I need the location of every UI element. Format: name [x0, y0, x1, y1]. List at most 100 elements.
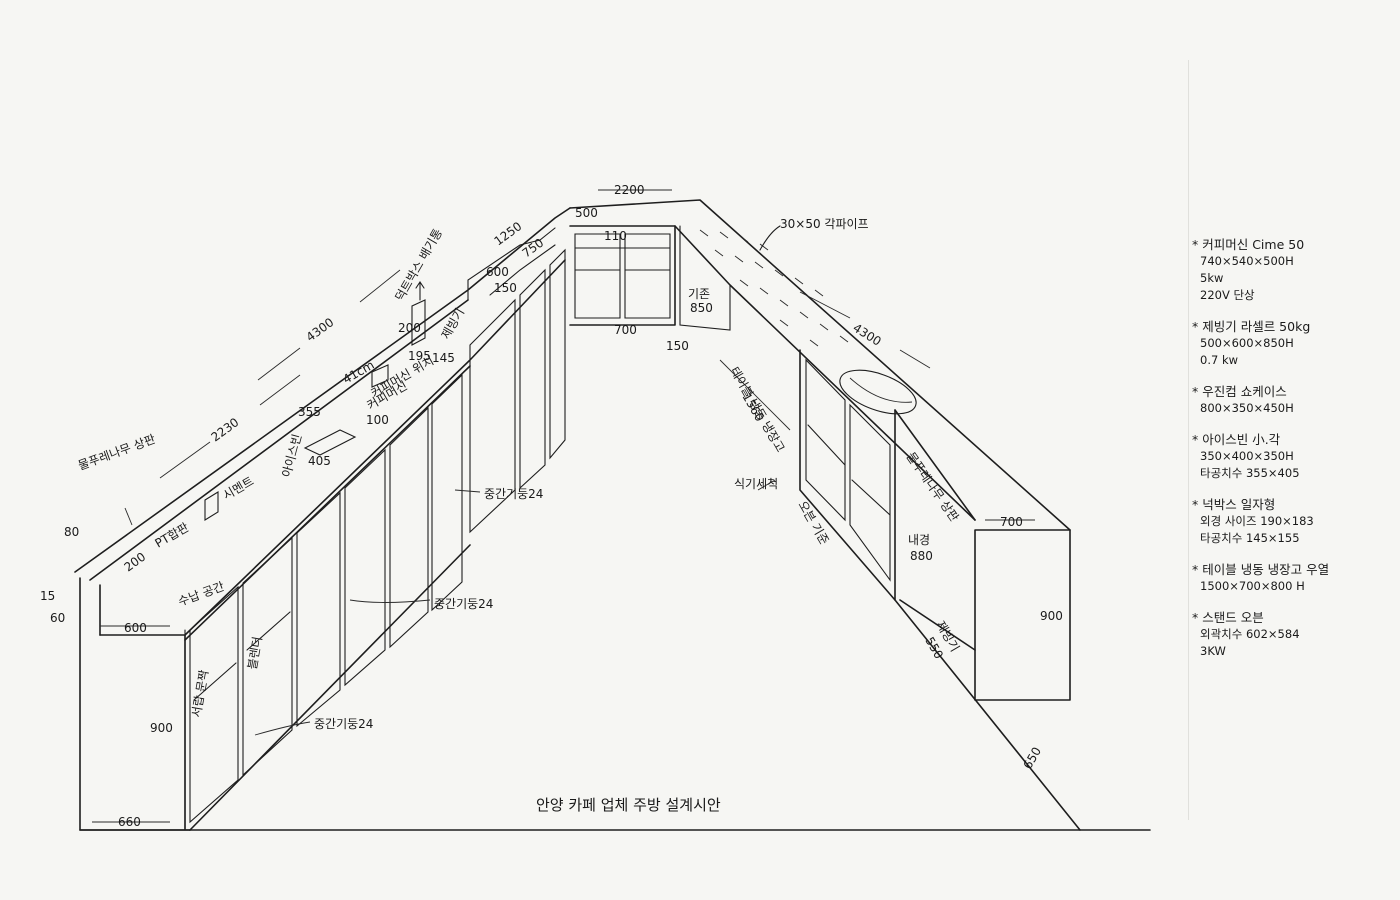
- spec-note-title: * 넉박스 일자형: [1192, 497, 1276, 512]
- label-blender: 블렌더: [245, 635, 265, 670]
- label-drawer-24c: 중간기둥24: [314, 717, 373, 731]
- left-upper-step: [467, 227, 556, 301]
- label-duct: 덕트박스 배기통: [392, 226, 445, 303]
- dim-left-segment: 2230: [209, 415, 242, 444]
- spec-notes: * 커피머신 Cime 50 740×540×500H 5kw 220V 단상 * 제빙…: [1192, 236, 1392, 674]
- spec-note-line: 500×600×850H: [1200, 336, 1294, 350]
- spec-note: * 우진컴 쇼케이스 800×350×450H: [1192, 383, 1392, 417]
- dim-left-length: 4300: [304, 315, 337, 344]
- dim-900r: 900: [1040, 609, 1063, 623]
- leader-lines: [124, 479, 776, 736]
- dim-600a: 600: [486, 265, 509, 279]
- dim-850: 850: [690, 301, 713, 315]
- counter-hatch: [699, 229, 849, 347]
- spec-note-line: 타공치수 355×405: [1200, 466, 1300, 480]
- duct: [411, 299, 426, 346]
- left-cabinets: [189, 248, 566, 824]
- dim-600l: 600: [124, 621, 147, 635]
- dim-500: 500: [575, 206, 598, 220]
- label-sink: 41cm: [341, 358, 377, 387]
- dim-660: 660: [118, 815, 141, 829]
- left-base-line: [189, 544, 471, 831]
- dim-150b: 150: [666, 339, 689, 353]
- spec-note-line: 외경 사이즈 190×183: [1200, 514, 1314, 528]
- label-dish: 식기세척: [734, 477, 778, 491]
- counter-top-box: [371, 364, 389, 388]
- spec-note-line: 800×350×450H: [1200, 401, 1294, 415]
- label-ice-box: 아이스빈: [279, 432, 304, 478]
- dim-355: 355: [298, 405, 321, 419]
- dim-700b: 700: [614, 323, 637, 337]
- pt-box: [204, 491, 219, 521]
- spec-note-title: * 커피머신 Cime 50: [1192, 237, 1305, 252]
- spec-note-line: 350×400×350H: [1200, 449, 1294, 463]
- dim-405: 405: [308, 454, 331, 468]
- duct-arrow: [415, 281, 425, 301]
- fridge-side: [679, 225, 731, 331]
- spec-note: * 아이스빈 小.각 350×400×350H 타공치수 355×405: [1192, 431, 1392, 482]
- spec-note-line: 1500×700×800 H: [1200, 579, 1305, 593]
- spec-note-title: * 아이스빈 小.각: [1192, 432, 1281, 447]
- dim-150a: 150: [494, 281, 517, 295]
- spec-note-line: 타공치수 145×155: [1200, 531, 1300, 545]
- label-drawer-24b: 중간기둥24: [434, 597, 493, 611]
- left-back-top-edge: [74, 207, 571, 573]
- dim-15: 15: [40, 589, 55, 603]
- right-cabinets: [799, 349, 1071, 701]
- spec-note-title: * 우진컴 쇼케이스: [1192, 384, 1287, 399]
- dim-750: 750: [520, 236, 547, 261]
- spec-note: * 커피머신 Cime 50 740×540×500H 5kw 220V 단상: [1192, 236, 1392, 304]
- dim-880: 880: [910, 549, 933, 563]
- dim-60: 60: [50, 611, 65, 625]
- dimension-lines: [92, 189, 1035, 823]
- spec-note-line: 220V 단상: [1200, 288, 1255, 302]
- dim-100: 100: [366, 413, 389, 427]
- dim-195: 195: [408, 349, 431, 363]
- dim-650: 650: [1020, 745, 1044, 772]
- right-floor-line: [894, 599, 1081, 831]
- label-oak-board: 물푸레나무 상판: [76, 432, 157, 473]
- spec-note-line: 0.7 kw: [1200, 353, 1239, 367]
- page-margin-line: [1188, 60, 1189, 820]
- label-pt-board: PT합판: [153, 520, 192, 550]
- dim-1250: 1250: [492, 219, 525, 248]
- label-drawer: 서랍 문짝: [189, 669, 211, 719]
- spec-note-line: 740×540×500H: [1200, 254, 1294, 268]
- label-internal: 내경: [908, 533, 930, 547]
- dim-right-length: 4300: [850, 321, 883, 349]
- dim-110: 110: [604, 229, 627, 243]
- label-table-fridge: 테이블 냉동 냉장고: [727, 365, 787, 455]
- spec-note: * 제빙기 라셀르 50kg 500×600×850H 0.7 kw: [1192, 318, 1392, 369]
- spec-note-line: 5kw: [1200, 271, 1224, 285]
- left-back-lower-edge: [89, 299, 469, 581]
- dim-145: 145: [432, 351, 455, 365]
- drawing-title: 안양 카페 업체 주방 설계시안: [536, 796, 721, 814]
- dim-700r: 700: [1000, 515, 1023, 529]
- dim-900l: 900: [150, 721, 173, 735]
- sink-bowl: [839, 369, 917, 415]
- label-cement: 시멘트: [221, 474, 257, 503]
- spec-note-title: * 제빙기 라셀르 50kg: [1192, 319, 1311, 334]
- label-pipe: 30×50 각파이프: [780, 217, 869, 231]
- pipe-arrow: [759, 225, 781, 251]
- left-counter-front: [99, 259, 566, 636]
- dim-top-width: 2200: [614, 183, 645, 197]
- top-counter-back: [569, 199, 1071, 531]
- left-counter-front2: [184, 365, 471, 641]
- label-drawer-24a: 중간기둥24: [484, 487, 543, 501]
- left-end-panel: [79, 577, 191, 831]
- sink-opening: [303, 429, 357, 456]
- spec-note-title: * 스탠드 오븐: [1192, 610, 1264, 625]
- sink-inner: [849, 377, 913, 403]
- dim-80: 80: [64, 525, 79, 539]
- label-ice-maker: 제빙기: [438, 306, 467, 342]
- left-upper-step2: [489, 244, 556, 296]
- spec-note-line: 외곽치수 602×584: [1200, 627, 1300, 641]
- spec-note-line: 3KW: [1200, 644, 1226, 658]
- dim-200b: 200: [398, 321, 421, 335]
- spec-note-title: * 테이블 냉동 냉장고 우열: [1192, 562, 1330, 577]
- spec-note: * 테이블 냉동 냉장고 우열 1500×700×800 H: [1192, 561, 1392, 595]
